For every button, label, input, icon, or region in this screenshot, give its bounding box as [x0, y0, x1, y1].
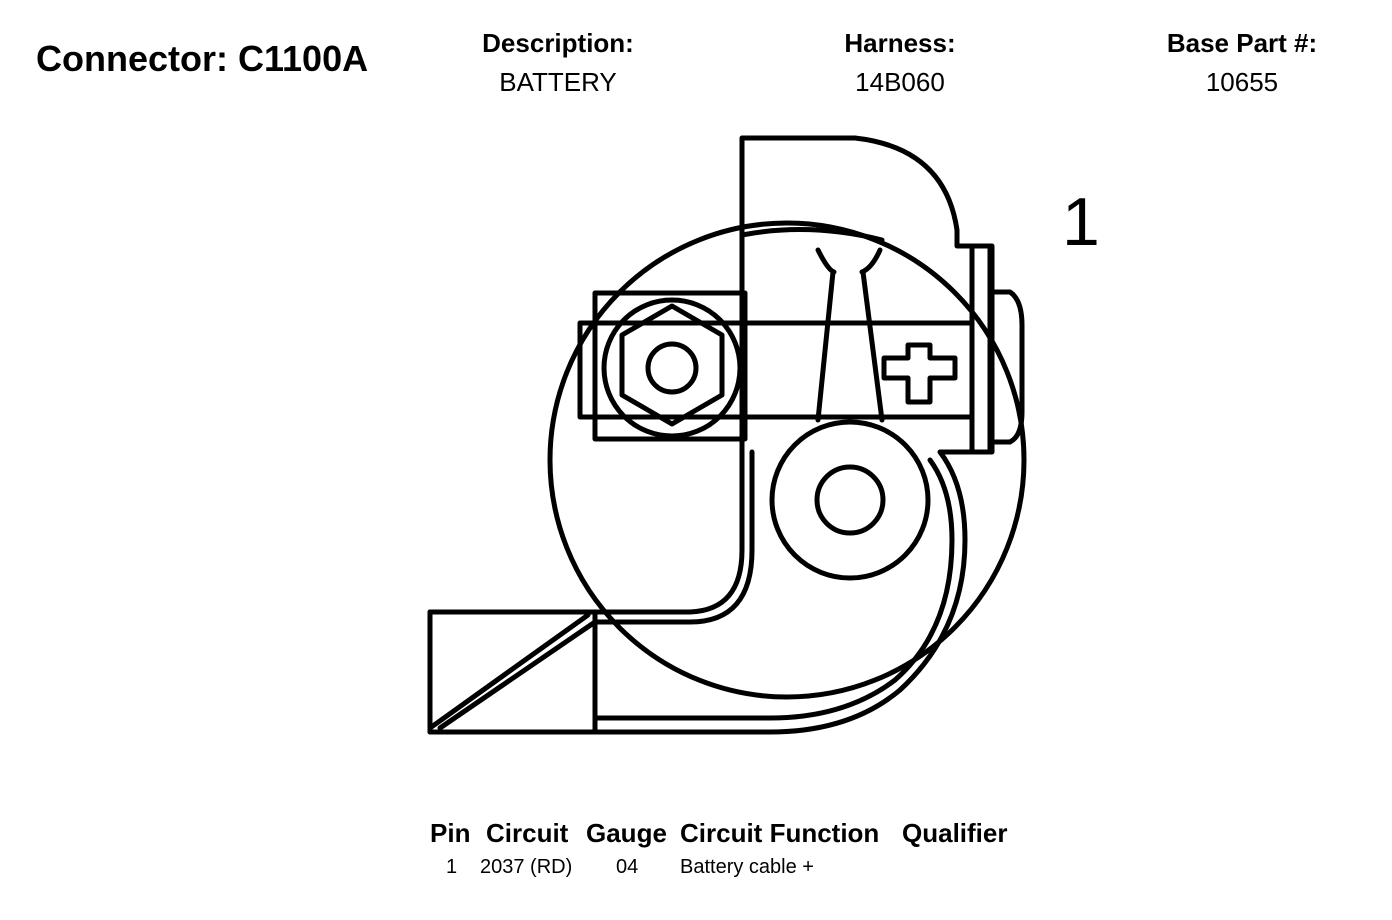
- stud-ring-outer: [769, 419, 931, 581]
- connector-outline-circle: [547, 220, 1027, 700]
- connector-title: Connector: C1100A: [36, 38, 369, 79]
- harness-label: Harness:: [844, 28, 956, 58]
- terminal-bar-outer: [592, 290, 748, 442]
- row-pin: 1: [446, 856, 458, 878]
- harness-block: Harness: 14B060: [770, 28, 1030, 98]
- terminal-blade: [815, 247, 885, 423]
- base-part-block: Base Part #: 10655: [1112, 28, 1372, 98]
- description-value: BATTERY: [499, 67, 617, 97]
- header-pin: Pin: [430, 818, 471, 848]
- pin-1-label: 1: [1062, 184, 1100, 260]
- cable-clamp-diagonal-2: [437, 619, 598, 731]
- header-circuit-function: Circuit Function: [680, 818, 880, 848]
- row-circuit: 2037 (RD): [480, 856, 573, 878]
- housing-inner-edge: [592, 449, 755, 625]
- housing-bottom-inner-edge: [592, 457, 955, 721]
- base-part-value: 10655: [1205, 67, 1279, 97]
- header-gauge: Gauge: [586, 818, 667, 848]
- row-function: Battery cable +: [680, 856, 814, 878]
- hex-nut-ring: [601, 297, 743, 439]
- stud-ring-inner: [814, 464, 886, 536]
- hex-nut: [619, 303, 725, 427]
- plus-sign-icon: [881, 342, 958, 405]
- description-block: Description: BATTERY: [428, 28, 688, 98]
- cable-clamp-block: [427, 609, 598, 735]
- terminal-end-cap: [969, 243, 1025, 455]
- header-qualifier: Qualifier: [902, 818, 1008, 848]
- connector-housing-body: [427, 135, 993, 735]
- cable-clamp-diagonal-1: [427, 612, 591, 731]
- harness-value: 14B060: [855, 67, 945, 97]
- description-label: Description:: [482, 28, 634, 58]
- hex-nut-bore: [645, 341, 699, 395]
- terminal-arc: [739, 227, 885, 243]
- base-part-label: Base Part #:: [1166, 28, 1318, 58]
- row-gauge: 04: [616, 856, 639, 878]
- header-circuit: Circuit: [486, 818, 569, 848]
